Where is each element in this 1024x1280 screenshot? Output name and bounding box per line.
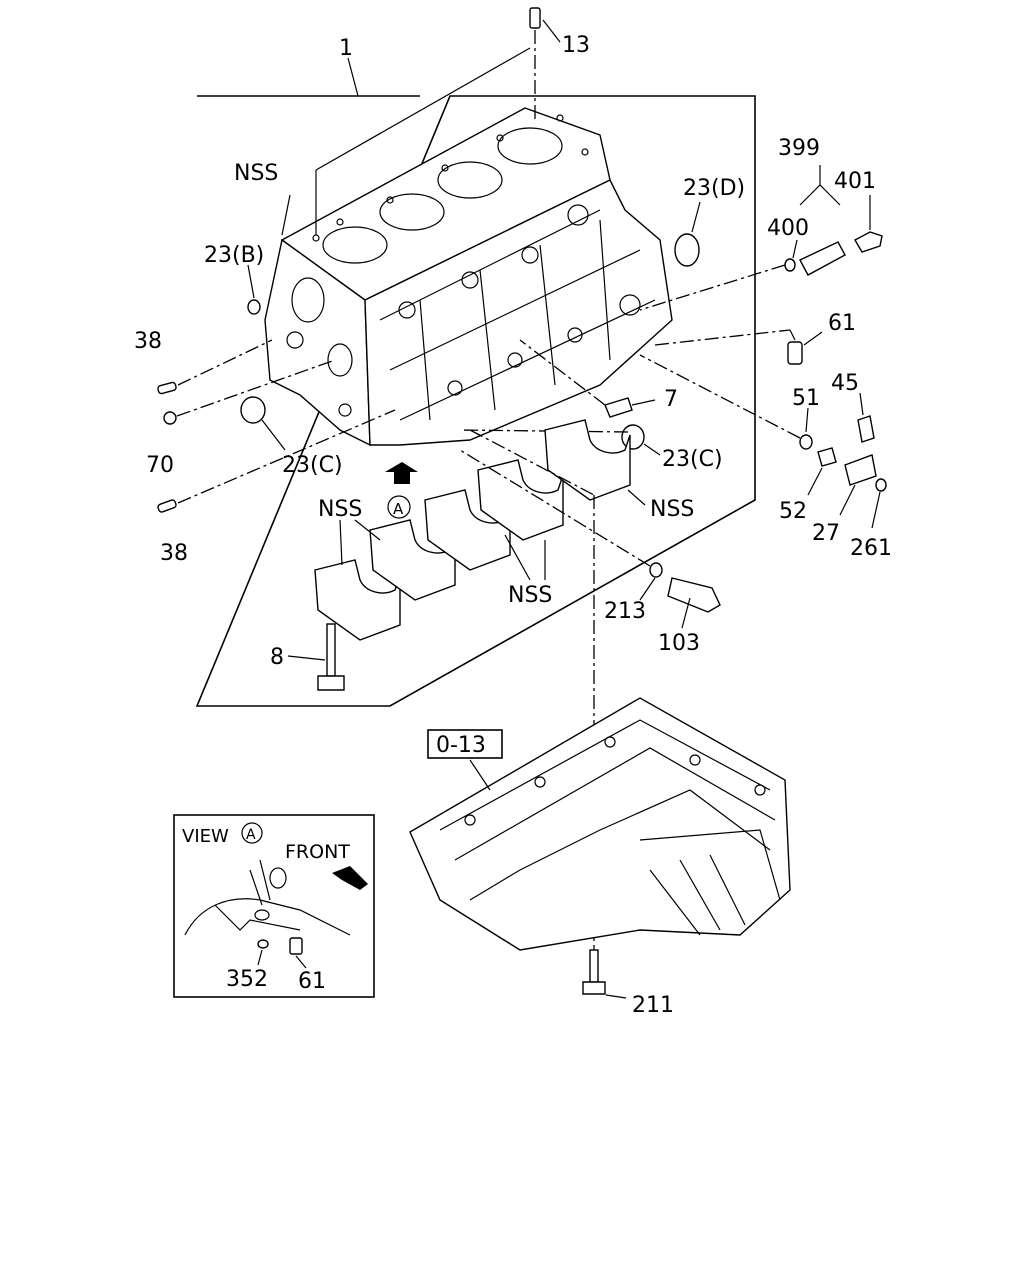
label-52: 52 [779, 499, 807, 524]
dowel-pin-13 [529, 7, 541, 29]
plug-70 [163, 411, 177, 425]
label-23b: 23(B) [204, 243, 264, 268]
label-352: 352 [226, 967, 268, 992]
bolt-401 [854, 231, 883, 253]
bolt-7 [604, 397, 633, 418]
reference-box-0-13 [427, 729, 503, 759]
bearing-caps [314, 419, 631, 641]
label-view-a-inset: A [246, 827, 256, 843]
label-261: 261 [850, 536, 892, 561]
main-assembly-frame [195, 95, 756, 707]
washer-213 [649, 562, 663, 578]
label-45: 45 [831, 371, 859, 396]
leader-1 [347, 57, 359, 97]
label-23c-left: 23(C) [282, 453, 343, 478]
front-arrow [332, 866, 368, 890]
label-23c-right: 23(C) [662, 447, 723, 472]
label-nss-caps-bottom: NSS [508, 583, 552, 608]
view-a-detail [184, 859, 351, 936]
plug-23d [674, 233, 700, 267]
dowel-61-inset [289, 937, 303, 955]
label-61-upper: 61 [828, 311, 856, 336]
label-38-upper: 38 [134, 329, 162, 354]
plug-23b [247, 299, 261, 315]
view-a-arrow [385, 462, 418, 484]
label-27: 27 [812, 521, 840, 546]
label-103: 103 [658, 631, 700, 656]
pin-38-lower [157, 499, 177, 513]
leader-13 [542, 19, 561, 43]
bolt-52 [817, 447, 837, 467]
view-a-circle [387, 495, 411, 519]
bolt-8 [317, 623, 345, 691]
label-38-lower: 38 [160, 541, 188, 566]
label-23d: 23(D) [683, 176, 745, 201]
label-nss-caps-right: NSS [650, 497, 694, 522]
label-0-13: 0-13 [436, 733, 486, 758]
cylinder-block [264, 107, 673, 447]
label-211: 211 [632, 993, 674, 1018]
label-401: 401 [834, 169, 876, 194]
label-213: 213 [604, 599, 646, 624]
view-a-inset-circle [241, 822, 263, 844]
label-400: 400 [767, 216, 809, 241]
dowel-61-upper [787, 341, 803, 365]
label-1: 1 [339, 36, 353, 61]
sensor-399 [799, 241, 846, 276]
o-ring-400 [784, 258, 796, 272]
label-13: 13 [562, 33, 590, 58]
label-70: 70 [146, 453, 174, 478]
jet-103 [667, 577, 721, 613]
label-nss-caps-left: NSS [318, 497, 362, 522]
label-8: 8 [270, 645, 284, 670]
label-7: 7 [664, 387, 678, 412]
label-view: VIEW [182, 826, 229, 847]
pin-38-upper [157, 381, 177, 395]
plug-23c-right [621, 424, 645, 450]
washer-51 [799, 434, 813, 450]
label-view-a-marker: A [393, 500, 404, 518]
switch-45 [857, 415, 875, 443]
bolt-211 [582, 949, 606, 995]
label-399: 399 [778, 136, 820, 161]
plug-23c-left [240, 396, 266, 424]
fitting-27 [844, 454, 877, 486]
label-51: 51 [792, 386, 820, 411]
washer-352 [257, 939, 269, 949]
label-front: FRONT [285, 841, 350, 863]
label-nss-block: NSS [234, 161, 278, 186]
oil-pan-assembly [409, 697, 791, 951]
view-a-inset-frame [173, 814, 375, 998]
leader-399 [799, 165, 841, 206]
plug-261 [875, 478, 887, 492]
label-61-inset: 61 [298, 969, 326, 994]
